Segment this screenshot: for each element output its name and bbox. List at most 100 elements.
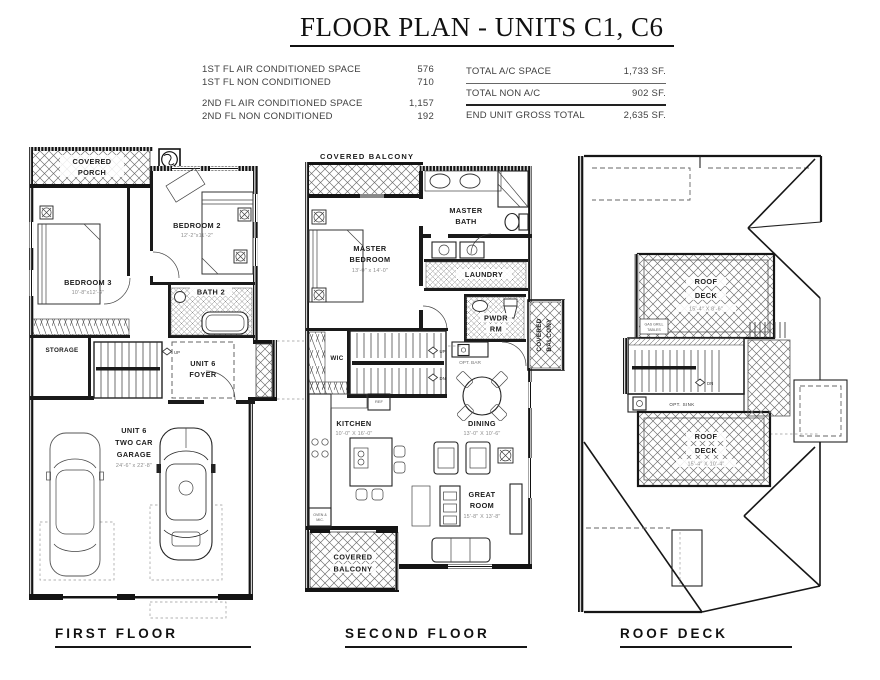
svg-text:13'-0" X 10'-6": 13'-0" X 10'-6" — [463, 431, 500, 437]
car-icon — [156, 427, 216, 561]
windows — [29, 166, 258, 296]
first-floor-caption: FIRST FLOOR — [55, 626, 251, 648]
svg-text:13'-0" x 14'-0": 13'-0" x 14'-0" — [352, 268, 388, 274]
ceiling-fan-icon — [311, 209, 327, 225]
svg-text:24'-6" x 22'-8": 24'-6" x 22'-8" — [116, 463, 152, 469]
svg-text:TABLES: TABLES — [647, 328, 661, 332]
svg-text:BALCONY: BALCONY — [546, 318, 553, 352]
storage: STORAGE — [45, 347, 78, 354]
bedroom2: BEDROOM 2 12'-2"x11'-2" — [152, 167, 254, 279]
garage: UNIT 6 TWO CAR GARAGE 24'-6" x 22'-8" — [39, 426, 227, 619]
balcony-top-label: COVERED BALCONY — [320, 152, 414, 161]
svg-text:UP: UP — [174, 350, 180, 355]
second-floor-caption: SECOND FLOOR — [345, 626, 527, 648]
svg-text:15'-4" X 8'-6": 15'-4" X 8'-6" — [689, 307, 723, 313]
bath2: BATH 2 — [170, 287, 253, 336]
toilet-icon — [504, 212, 529, 232]
interior-walls — [30, 171, 255, 404]
wic-label: WIC — [330, 355, 343, 362]
first-floor-plan: COVERED PORCH — [29, 147, 304, 619]
powder-room: PWDR RM — [464, 294, 526, 342]
opt-bar: OPT. BAR — [451, 341, 489, 366]
refrigerator-icon: REF — [367, 393, 391, 411]
stairwell: DN — [623, 337, 745, 395]
covered-balcony-right: COVERED BALCONY — [501, 299, 565, 371]
svg-text:ROOM: ROOM — [470, 501, 494, 510]
svg-text:DECK: DECK — [695, 446, 718, 455]
laundry-label: LAUNDRY — [465, 270, 503, 279]
svg-text:GAS GRILL: GAS GRILL — [645, 323, 664, 327]
opt-bar-label: OPT. BAR — [459, 360, 481, 366]
roof-deck-upper: ROOF DECK 15'-4" X 8'-6" GAS GRILL TABLE… — [634, 252, 776, 340]
opt-sink: OPT. SINK — [627, 393, 745, 413]
bedroom3: BEDROOM 3 10'-8"x12'-4" — [37, 205, 131, 305]
wic: WIC — [306, 328, 448, 396]
stairs-up-marker: UP — [427, 346, 446, 355]
covered-balcony-bottom: COVERED BALCONY — [305, 530, 399, 592]
covered-porch-label: COVERED — [73, 157, 112, 166]
svg-text:BEDROOM: BEDROOM — [350, 255, 391, 264]
ceiling-fan-icon — [39, 205, 54, 220]
master-bedroom-label: MASTER — [353, 244, 387, 253]
ceiling-fan-icon — [237, 207, 252, 222]
great-room-label: GREAT — [469, 490, 496, 499]
opt-sink-label: OPT. SINK — [669, 402, 694, 407]
stairs-down-marker: DN — [427, 373, 446, 382]
covered-porch: COVERED PORCH — [29, 147, 153, 187]
roof-deck-caption: ROOF DECK — [620, 626, 792, 648]
svg-text:OVEN &: OVEN & — [313, 513, 327, 517]
stairs: UP — [93, 341, 180, 399]
great-room: GREAT ROOM 15'-8" X 13'-8" — [411, 441, 523, 563]
foyer: UNIT 6 FOYER — [171, 341, 236, 401]
stove-icon — [311, 438, 329, 458]
svg-text:15'-4" X 10'-4": 15'-4" X 10'-4" — [687, 462, 724, 468]
svg-text:TWO CAR: TWO CAR — [115, 438, 153, 447]
stairs-down-marker: DN — [694, 378, 713, 387]
storage-label: STORAGE — [45, 347, 78, 354]
dining: DINING 13'-0" X 10'-6" — [456, 371, 508, 437]
covered-balcony-top — [305, 162, 423, 197]
garage-label: UNIT 6 — [121, 426, 147, 435]
balcony-bottom-label: COVERED — [334, 553, 373, 562]
page-title: FLOOR PLAN - UNITS C1, C6 — [290, 12, 674, 47]
roof-deck-upper-label: ROOF — [695, 277, 718, 286]
svg-text:12'-2"x11'-2": 12'-2"x11'-2" — [181, 233, 213, 239]
foyer-label: UNIT 6 — [190, 359, 216, 368]
svg-text:DN: DN — [707, 381, 713, 386]
ceiling-fan-icon — [311, 287, 327, 303]
master-bath: MASTER BATH — [423, 170, 532, 255]
dining-label: DINING — [468, 419, 496, 428]
svg-text:10'-0" X 16'-0": 10'-0" X 16'-0" — [335, 431, 372, 437]
svg-text:15'-8" X 13'-8": 15'-8" X 13'-8" — [463, 514, 500, 520]
svg-text:DN: DN — [440, 376, 446, 381]
second-floor-plan: COVERED BALCONY — [305, 152, 565, 592]
hatched-strip-right — [747, 322, 791, 417]
svg-text:PORCH: PORCH — [78, 168, 106, 177]
svg-text:FOYER: FOYER — [189, 370, 216, 379]
roof-deck-lower-label: ROOF — [695, 432, 718, 441]
svg-text:10'-8"x12'-4": 10'-8"x12'-4" — [72, 290, 105, 296]
entry-porch — [255, 340, 304, 400]
kitchen-island — [349, 437, 406, 501]
ceiling-fan-icon — [497, 447, 514, 464]
laundry: LAUNDRY — [424, 241, 528, 291]
roof-outline — [578, 154, 848, 614]
master-bath-label: MASTER — [449, 206, 483, 215]
svg-text:MIC.: MIC. — [316, 518, 324, 522]
bedroom2-label: BEDROOM 2 — [173, 221, 221, 230]
car-icon — [46, 432, 104, 577]
balcony-right-label: COVERED — [536, 318, 543, 351]
svg-text:UP: UP — [440, 349, 446, 354]
powder-room-label: PWDR — [484, 314, 508, 323]
svg-text:REF: REF — [375, 399, 384, 404]
roof-deck-lower: ROOF DECK 15'-4" X 10'-4" — [636, 410, 772, 488]
roof-deck-plan: ROOF DECK 15'-4" X 8'-6" GAS GRILL TABLE… — [578, 154, 848, 614]
